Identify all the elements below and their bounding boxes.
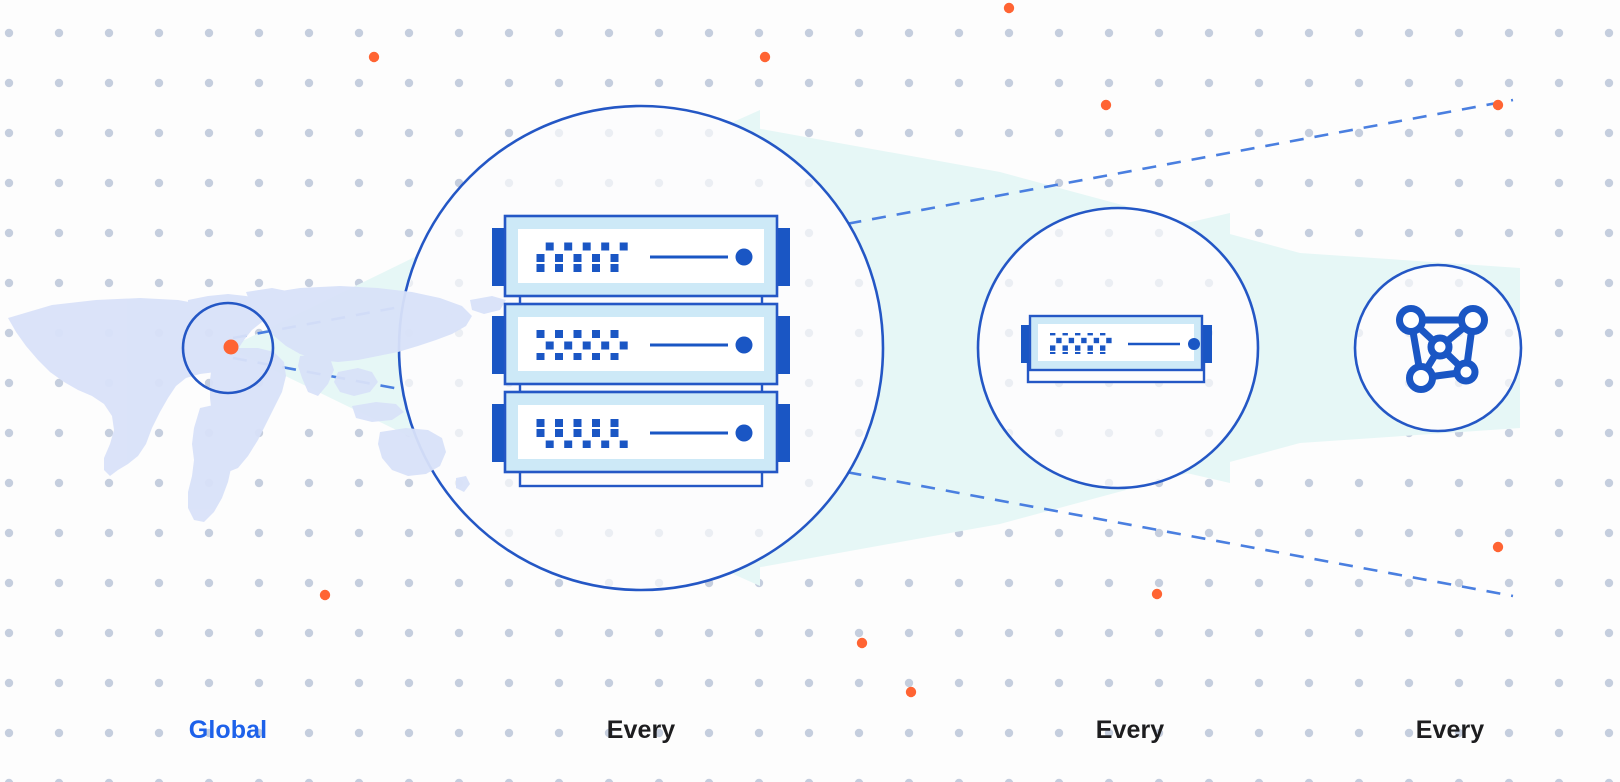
accent-dot-1 bbox=[1003, 2, 1015, 14]
rack-unit-1-vents bbox=[536, 241, 628, 272]
graph-node-center bbox=[1427, 334, 1453, 360]
map-india bbox=[298, 354, 334, 396]
map-far-east bbox=[470, 296, 506, 314]
map-europe bbox=[188, 294, 270, 330]
graph-node-bottom-left bbox=[1406, 363, 1436, 393]
map-indonesia bbox=[352, 402, 404, 422]
map-africa bbox=[210, 348, 286, 472]
server-unit-vents bbox=[1050, 333, 1112, 354]
server-unit bbox=[1021, 314, 1212, 384]
rack-unit-2-status-led bbox=[735, 336, 753, 354]
map-highlight-circle bbox=[181, 301, 275, 395]
rack-unit-3-status-led bbox=[735, 424, 753, 442]
map-japan bbox=[440, 314, 458, 334]
accent-dot-4 bbox=[1100, 99, 1112, 111]
graph-node-top-right bbox=[1458, 305, 1488, 335]
accent-dot-10 bbox=[905, 686, 917, 698]
map-location-pin bbox=[223, 339, 239, 355]
accent-dot-9 bbox=[856, 637, 868, 649]
map-new-zealand bbox=[456, 476, 470, 492]
accent-dot-7 bbox=[319, 589, 331, 601]
map-north-america bbox=[8, 298, 280, 476]
rack-unit-1-status-led bbox=[735, 248, 753, 266]
rack-unit-3 bbox=[492, 390, 790, 474]
rack-unit-3-vents bbox=[536, 417, 628, 448]
accent-dot-6 bbox=[1492, 541, 1504, 553]
accent-dot-5 bbox=[1492, 99, 1504, 111]
accent-dot-3 bbox=[759, 51, 771, 63]
graph-node-bottom-right bbox=[1453, 359, 1479, 385]
rack-unit-2-vents bbox=[536, 329, 628, 360]
network-graph-nodes bbox=[1396, 305, 1488, 393]
map-australia bbox=[378, 428, 446, 476]
rack-unit-1 bbox=[492, 214, 790, 298]
rack-unit-2 bbox=[492, 302, 790, 386]
accent-dots-group bbox=[319, 2, 1504, 698]
accent-dot-2 bbox=[368, 51, 380, 63]
graph-node-top-left bbox=[1396, 305, 1426, 335]
accent-dot-8 bbox=[1151, 588, 1163, 600]
map-asia bbox=[260, 286, 472, 362]
server-unit-status-led bbox=[1188, 338, 1200, 350]
map-southeast-asia bbox=[334, 368, 378, 396]
